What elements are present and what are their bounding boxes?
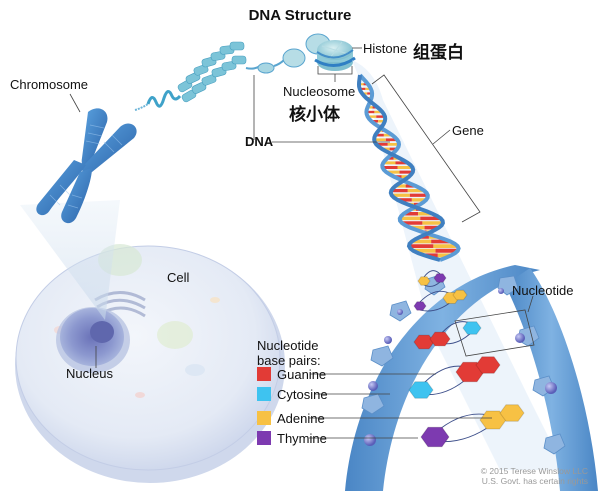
diagram-title: DNA Structure <box>248 7 352 24</box>
phosphate-balls <box>364 288 557 446</box>
guanine-base <box>429 331 451 347</box>
nucleotide-bases <box>408 270 525 448</box>
guanine-base <box>455 361 485 383</box>
hydrogen-bond <box>423 270 441 287</box>
dna-helix <box>352 60 565 470</box>
label-nucleus: Nucleus <box>66 366 113 381</box>
legend-title: Nucleotide base pairs: <box>257 338 321 368</box>
nucleosome <box>314 40 356 71</box>
label-nucleosome-cn: 核小体 <box>289 105 340 125</box>
label-dna: DNA <box>245 134 274 149</box>
legend-label: Cytosine <box>277 386 328 402</box>
legend-label: Guanine <box>277 366 327 382</box>
guanine-swatch <box>257 367 271 381</box>
guanine-base <box>413 334 435 350</box>
adenine-swatch <box>257 411 271 425</box>
adenine-base <box>452 289 468 301</box>
legend-label: Adenine <box>277 410 325 426</box>
cytosine-swatch <box>257 387 271 401</box>
legend-item-thymine: Thymine <box>257 430 327 446</box>
cell <box>15 244 285 483</box>
dna-backbone-closeup <box>345 265 598 491</box>
nucleolus <box>90 321 114 343</box>
cytosine-base <box>408 381 434 399</box>
label-histone: Histone <box>363 41 408 56</box>
legend-item-cytosine: Cytosine <box>257 386 328 402</box>
nucleotide-leader <box>527 295 534 313</box>
label-cell: Cell <box>167 270 190 285</box>
thymine-base <box>413 301 427 311</box>
label-chromosome: Chromosome <box>10 77 89 92</box>
label-gene: Gene <box>452 123 484 138</box>
chromatin-fiber <box>134 33 331 111</box>
legend-title-line1: Nucleotide <box>257 338 319 353</box>
guanine-base <box>475 356 501 374</box>
nucleotide-box <box>454 309 535 357</box>
nucleus <box>56 307 130 373</box>
adenine-base <box>479 410 507 430</box>
chromosome-leader <box>69 93 81 113</box>
copyright: © 2015 Terese Winslow LLC U.S. Govt. has… <box>481 466 588 486</box>
copyright-line2: U.S. Govt. has certain rights <box>481 476 588 486</box>
label-nucleotide: Nucleotide <box>512 283 574 298</box>
chromosome <box>36 108 137 224</box>
leader-lines <box>69 47 535 439</box>
thymine-base <box>420 426 450 448</box>
adenine-base <box>499 404 525 422</box>
thymine-swatch <box>257 431 271 445</box>
adenine-base <box>417 276 431 286</box>
gene-leader <box>432 129 451 145</box>
legend-item-guanine: Guanine <box>257 366 326 382</box>
label-nucleosome: Nucleosome <box>283 84 356 99</box>
zoom-cone <box>20 200 120 320</box>
gene-bracket <box>371 74 481 223</box>
legend-title-line2: base pairs: <box>257 353 321 368</box>
legend-item-adenine: Adenine <box>257 410 325 426</box>
legend-label: Thymine <box>277 430 327 446</box>
cytosine-base <box>462 321 482 335</box>
thymine-base <box>433 273 447 283</box>
copyright-line1: © 2015 Terese Winslow LLC <box>480 466 588 476</box>
label-histone-cn: 组蛋白 <box>413 43 464 63</box>
